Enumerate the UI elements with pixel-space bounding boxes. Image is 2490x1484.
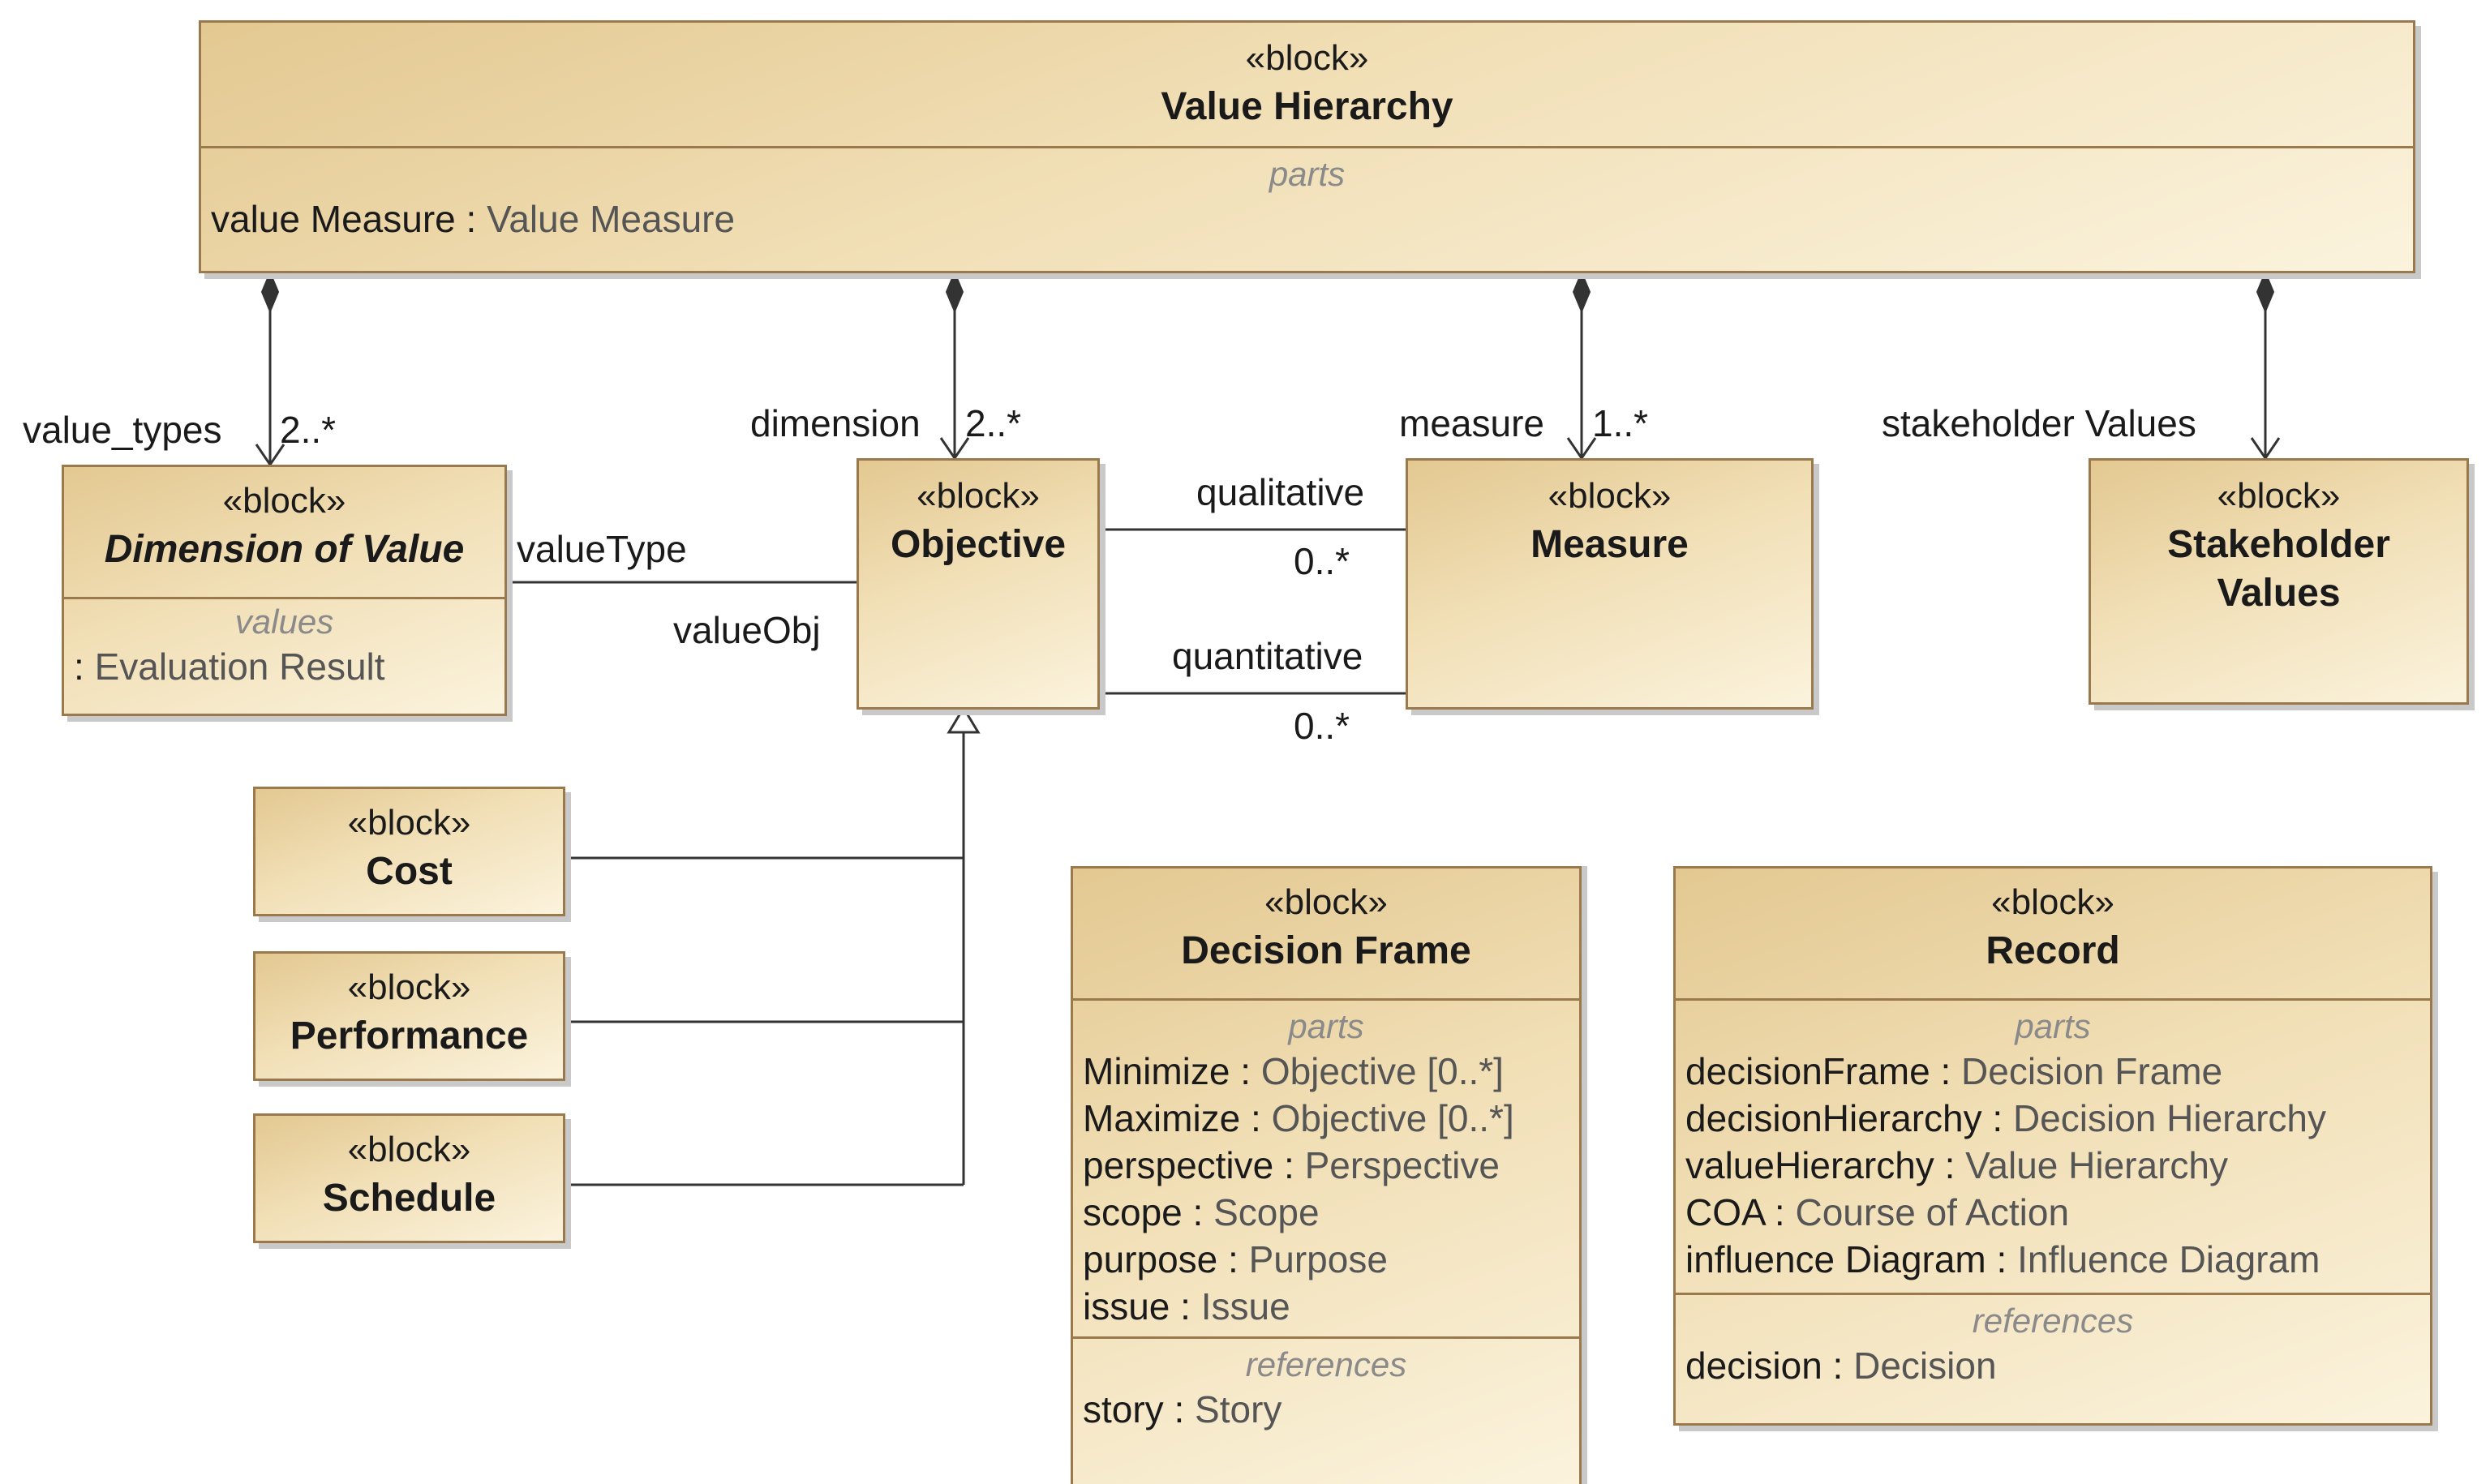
stereotype-label: «block» (1264, 882, 1388, 922)
block-name: Record (1986, 929, 2120, 972)
block-schedule[interactable]: «block» Schedule (253, 1113, 565, 1243)
role-label-value-types: value_types (23, 409, 222, 451)
composition-diamond-value-types (260, 270, 280, 314)
compartment-title: values (234, 603, 334, 641)
block-record[interactable]: «block» Record parts decisionFrame : Dec… (1673, 866, 2432, 1426)
part-row[interactable]: perspective : Perspective (1083, 1144, 1500, 1186)
references-compartment: references decision : Decision (1676, 1293, 2430, 1392)
block-name: Decision Frame (1181, 929, 1471, 972)
stereotype-label: «block» (347, 967, 471, 1007)
block-name-line2: Values (2217, 572, 2341, 615)
role-label-qualitative: qualitative (1196, 471, 1365, 513)
block-value-hierarchy[interactable]: «block» Value Hierarchy parts value Meas… (199, 20, 2415, 273)
multiplicity-dimension: 2..* (965, 402, 1022, 444)
parts-compartment: parts Minimize : Objective [0..*] Maximi… (1073, 998, 1579, 1336)
part-row[interactable]: purpose : Purpose (1083, 1238, 1388, 1280)
block-dimension-of-value[interactable]: «block» Dimension of Value values : Eval… (62, 465, 507, 716)
generalization-triangle (947, 706, 981, 734)
part-row[interactable]: Minimize : Objective [0..*] (1083, 1050, 1504, 1092)
compartment-title: references (1972, 1302, 2134, 1340)
multiplicity-value-types: 2..* (280, 409, 337, 451)
part-row[interactable]: Maximize : Objective [0..*] (1083, 1097, 1514, 1139)
block-name-line1: Stakeholder (2167, 523, 2390, 566)
compartment-title: parts (1269, 155, 1346, 193)
role-label-stakeholder-values: stakeholder Values (1882, 402, 2196, 444)
multiplicity-measure: 1..* (1592, 402, 1649, 444)
part-row[interactable]: decisionFrame : Decision Frame (1685, 1050, 2223, 1092)
values-compartment: values : Evaluation Result (64, 597, 504, 693)
block-name: Objective (890, 523, 1067, 566)
composition-diamond-measure (1572, 270, 1591, 314)
block-measure[interactable]: «block» Measure (1406, 458, 1814, 710)
stereotype-label: «block» (2217, 476, 2341, 516)
composition-diamond-dimension (945, 270, 964, 314)
part-row[interactable]: COA : Course of Action (1685, 1191, 2070, 1233)
role-label-value-type: valueType (517, 528, 687, 570)
stereotype-label: «block» (222, 481, 346, 521)
block-name: Performance (290, 1014, 529, 1057)
composition-diamond-stakeholder-values (2256, 270, 2275, 314)
block-name: Value Hierarchy (1161, 85, 1453, 128)
reference-row[interactable]: decision : Decision (1685, 1345, 1997, 1387)
compartment-title: parts (2015, 1007, 2091, 1045)
value-row[interactable]: : Evaluation Result (74, 645, 385, 688)
compartment-title: parts (1288, 1007, 1364, 1045)
block-decision-frame[interactable]: «block» Decision Frame parts Minimize : … (1071, 866, 1582, 1484)
part-row[interactable]: issue : Issue (1083, 1285, 1290, 1327)
stereotype-label: «block» (347, 803, 471, 843)
part-row[interactable]: decisionHierarchy : Decision Hierarchy (1685, 1097, 2326, 1139)
block-name: Dimension of Value (104, 528, 465, 571)
block-objective[interactable]: «block» Objective (856, 458, 1100, 710)
block-stakeholder-values[interactable]: «block» Stakeholder Values (2089, 458, 2469, 705)
role-label-value-obj: valueObj (673, 609, 821, 651)
stereotype-label: «block» (1548, 476, 1672, 516)
part-row[interactable]: scope : Scope (1083, 1191, 1320, 1233)
parts-compartment: parts value Measure : Value Measure (201, 146, 2413, 246)
part-row[interactable]: valueHierarchy : Value Hierarchy (1685, 1144, 2228, 1186)
block-performance[interactable]: «block» Performance (253, 951, 565, 1081)
compartment-title: references (1245, 1345, 1407, 1383)
part-row[interactable]: value Measure : Value Measure (211, 198, 736, 240)
role-label-quantitative: quantitative (1172, 635, 1363, 677)
multiplicity-qualitative: 0..* (1294, 540, 1350, 582)
stereotype-label: «block» (1245, 38, 1369, 78)
parts-compartment: parts decisionFrame : Decision Frame dec… (1676, 998, 2430, 1293)
role-label-dimension: dimension (750, 402, 921, 444)
block-name: Measure (1530, 523, 1689, 566)
stereotype-label: «block» (347, 1130, 471, 1169)
block-cost[interactable]: «block» Cost (253, 787, 565, 916)
block-name: Schedule (322, 1177, 496, 1220)
stereotype-label: «block» (1991, 882, 2114, 922)
references-compartment: references story : Story (1073, 1336, 1579, 1436)
role-label-measure: measure (1399, 402, 1544, 444)
block-name: Cost (366, 850, 453, 893)
multiplicity-quantitative: 0..* (1294, 705, 1350, 747)
stereotype-label: «block» (917, 476, 1040, 516)
part-row[interactable]: influence Diagram : Influence Diagram (1685, 1238, 2320, 1280)
reference-row[interactable]: story : Story (1083, 1388, 1282, 1430)
